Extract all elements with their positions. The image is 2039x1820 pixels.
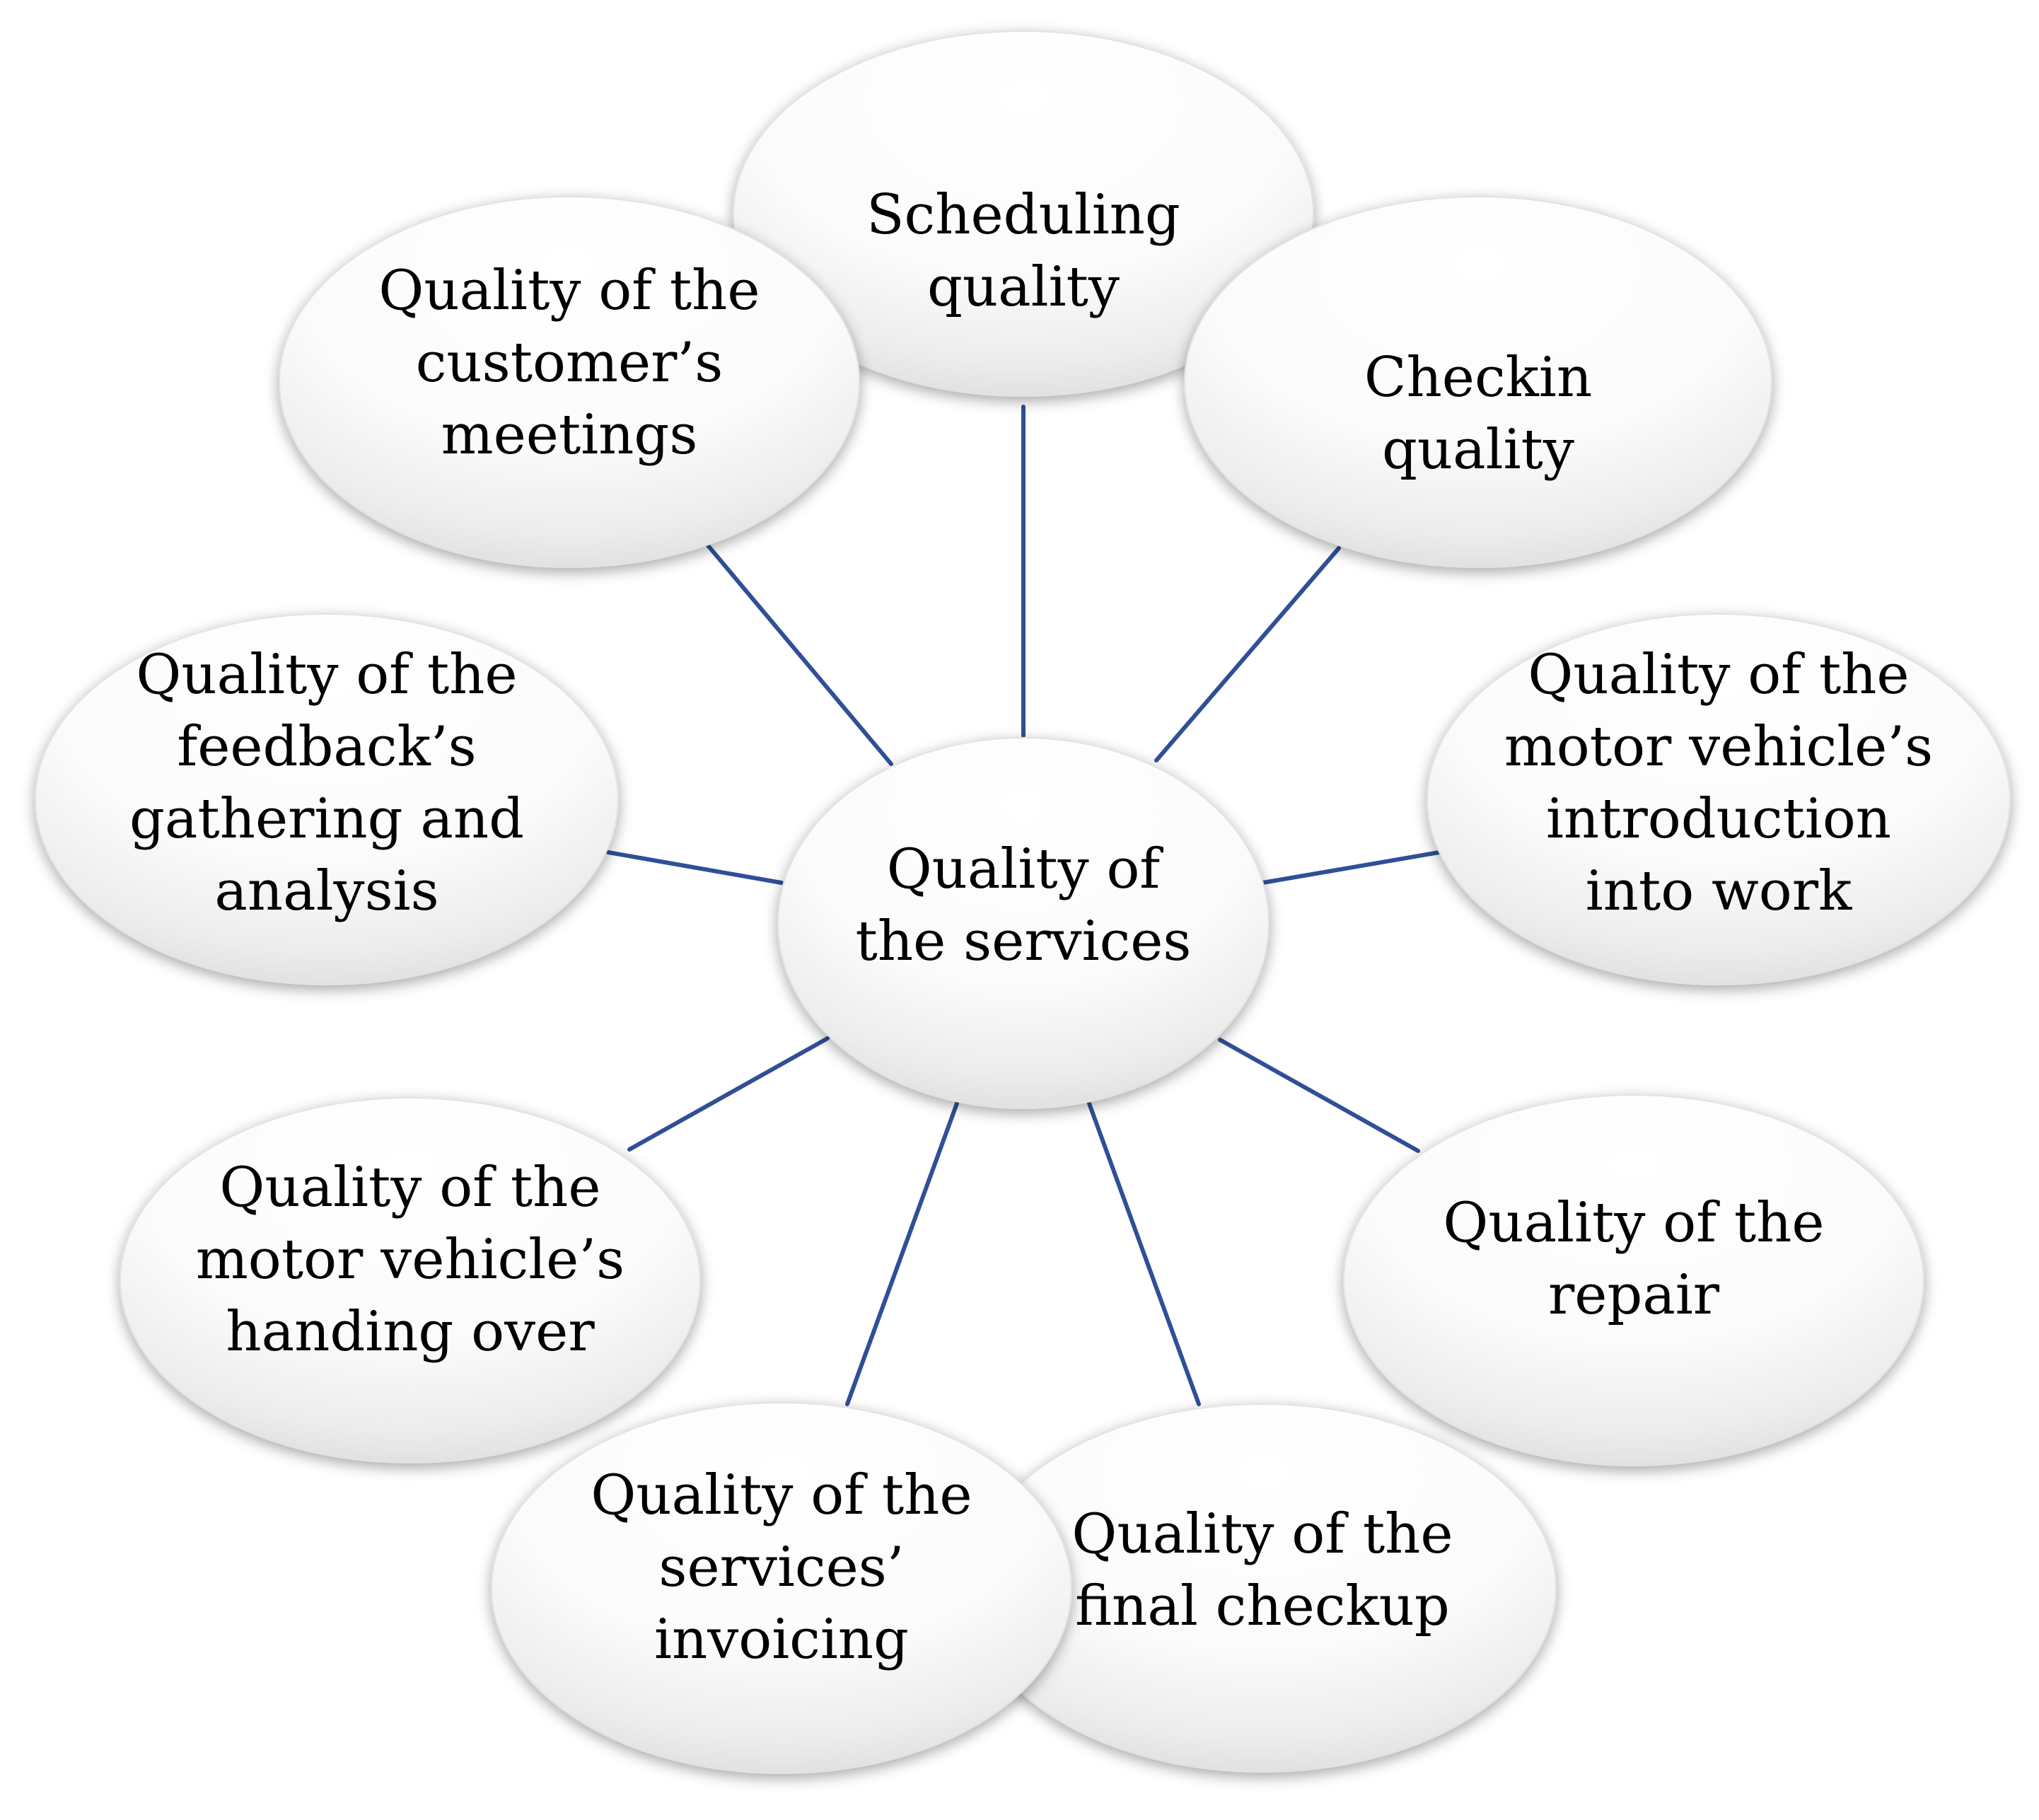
connector-customer-meetings [705, 543, 893, 766]
connector-invoicing [845, 1101, 959, 1406]
bubble-feedback-label-line: gathering and [129, 787, 524, 851]
connector-feedback [606, 850, 784, 885]
bubble-center-label-line: the services [856, 910, 1192, 973]
bubble-center-label-line: Quality of [887, 837, 1164, 901]
connector-final-checkup [1087, 1101, 1201, 1406]
bubble-customer-meetings-label-line: Quality of the [378, 259, 760, 323]
bubble-introduction-label-line: Quality of the [1528, 643, 1909, 707]
bubble-center: Quality of the services [777, 737, 1270, 1109]
bubble-feedback-label-line: feedback’s [177, 715, 476, 779]
bubble-invoicing-label-line: invoicing [654, 1608, 909, 1671]
bubble-scheduling-label-line: quality [927, 255, 1120, 319]
bubble-final-checkup-label-line: Quality of the [1071, 1502, 1453, 1566]
bubble-invoicing-label-line: Quality of the [591, 1463, 972, 1527]
bubble-introduction: Quality of the motor vehicle’s introductio… [1427, 613, 2011, 985]
bubble-repair-shape [1343, 1094, 1924, 1466]
bubble-handing-over-label-line: Quality of the [219, 1156, 600, 1219]
bubble-customer-meetings: Quality of the customer’s meetings [279, 196, 860, 568]
bubble-handing-over: Quality of the motor vehicle’s handing ove… [120, 1097, 701, 1463]
connector-handing-over [627, 1036, 830, 1152]
connector-lines [606, 405, 1441, 1406]
bubble-checkin-label-line: quality [1382, 418, 1574, 482]
bubble-handing-over-shape [120, 1097, 701, 1463]
connector-checkin [1154, 546, 1341, 763]
bubble-repair: Quality of the repair [1343, 1094, 1924, 1466]
bubble-introduction-shape [1427, 613, 2011, 985]
bubble-repair-label-line: Quality of the [1443, 1191, 1824, 1255]
bubble-introduction-label-line: motor vehicle’s [1504, 715, 1933, 779]
bubble-feedback-shape [35, 613, 619, 985]
bubble-handing-over-label-line: handing over [226, 1300, 595, 1364]
bubble-customer-meetings-label-line: meetings [441, 403, 698, 467]
bubble-feedback: Quality of the feedback’s gathering and ana… [35, 613, 619, 985]
bubble-checkin: Checkin quality [1184, 196, 1772, 568]
bubble-introduction-label-line: introduction [1546, 787, 1891, 851]
bubble-scheduling-label-line: Scheduling [866, 183, 1180, 247]
bubble-final-checkup-label-line: final checkup [1075, 1575, 1450, 1638]
connector-introduction [1260, 850, 1441, 885]
connector-repair [1218, 1038, 1420, 1153]
bubble-customer-meetings-shape [279, 196, 860, 568]
bubble-center-shape [777, 737, 1270, 1109]
bubble-scheduling-shape [733, 30, 1314, 397]
bubble-feedback-label-line: Quality of the [136, 643, 517, 707]
bubble-repair-label-line: repair [1548, 1263, 1720, 1327]
bubble-checkin-label-line: Checkin [1364, 346, 1592, 410]
bubble-invoicing-label-line: services’ [658, 1536, 904, 1599]
bubble-handing-over-label-line: motor vehicle’s [196, 1228, 625, 1292]
bubble-introduction-label-line: into work [1586, 859, 1852, 923]
bubble-scheduling: Scheduling quality [733, 30, 1314, 397]
bubble-feedback-label-line: analysis [214, 859, 438, 923]
bubble-checkin-shape [1184, 196, 1772, 568]
bubble-invoicing: Quality of the services’ invoicing [491, 1402, 1072, 1774]
bubble-invoicing-shape [491, 1402, 1072, 1774]
bubble-customer-meetings-label-line: customer’s [416, 331, 723, 395]
